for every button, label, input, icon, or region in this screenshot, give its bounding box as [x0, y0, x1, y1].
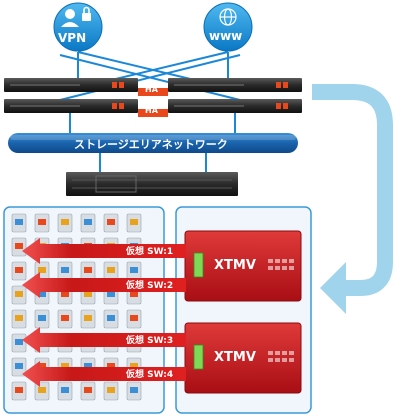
- vm-icon: [80, 213, 96, 233]
- san-band: [8, 133, 298, 153]
- vm-icon: [11, 309, 27, 329]
- vm-icon: [11, 357, 27, 377]
- vm-icon: [80, 261, 96, 281]
- vm-icon: [103, 213, 119, 233]
- vm-panel: [3, 206, 165, 414]
- server-right-2: [168, 99, 302, 113]
- vm-icon: [80, 381, 96, 401]
- switch-label-3: 仮想 SW:3: [126, 336, 174, 346]
- vm-icon: [57, 309, 73, 329]
- www-label: www: [209, 29, 243, 43]
- vm-icon: [126, 309, 142, 329]
- server-right-1: [168, 78, 302, 92]
- flow-arrow: [312, 84, 393, 314]
- vm-icon: [11, 213, 27, 233]
- vm-icon: [11, 333, 27, 353]
- switch-arrows: [22, 238, 186, 387]
- user-lock-icon: [61, 6, 91, 27]
- ha-label-2: HA: [145, 106, 158, 115]
- switch-label-1: 仮想 SW:1: [126, 247, 174, 257]
- vm-icon: [11, 285, 27, 305]
- www-cloud: [203, 2, 253, 52]
- vm-icon: [57, 213, 73, 233]
- vm-icon: [34, 309, 50, 329]
- vm-icon: [103, 309, 119, 329]
- vm-icon: [57, 261, 73, 281]
- xtmv-appliance-1: [184, 230, 302, 302]
- server-left-2: [4, 99, 138, 113]
- xtmv-label-2: XTMV: [214, 350, 256, 365]
- vpn-cloud: [53, 2, 103, 52]
- vm-icon: [11, 381, 27, 401]
- vpn-label: VPN: [58, 31, 87, 45]
- ha-label-1: HA: [145, 85, 158, 94]
- switch-arrow-4: [22, 361, 186, 387]
- vm-icon: [11, 237, 27, 257]
- switch-label-4: 仮想 SW:4: [126, 370, 174, 380]
- ha-link-2: [138, 109, 168, 117]
- vm-icon: [103, 261, 119, 281]
- vm-icon: [34, 381, 50, 401]
- xtmv-label-1: XTMV: [214, 258, 256, 273]
- vm-icon: [57, 381, 73, 401]
- switch-arrow-3: [22, 327, 186, 353]
- vm-icon: [126, 381, 142, 401]
- switch-arrow-1: [22, 238, 186, 264]
- san-label: ストレージエリアネットワーク: [74, 138, 228, 151]
- vm-icon: [80, 309, 96, 329]
- xtmv-appliance-2: [184, 322, 302, 394]
- vm-icon: [103, 381, 119, 401]
- switch-label-2: 仮想 SW:2: [126, 281, 174, 291]
- vm-icon: [34, 213, 50, 233]
- switch-arrow-2: [22, 272, 186, 298]
- globe-icon: [219, 8, 237, 26]
- server-left-1: [4, 78, 138, 92]
- rack-servers: [4, 78, 302, 117]
- vm-icon: [11, 261, 27, 281]
- ha-link-1: [138, 88, 168, 96]
- storage-unit: [66, 172, 238, 196]
- vm-icon: [126, 213, 142, 233]
